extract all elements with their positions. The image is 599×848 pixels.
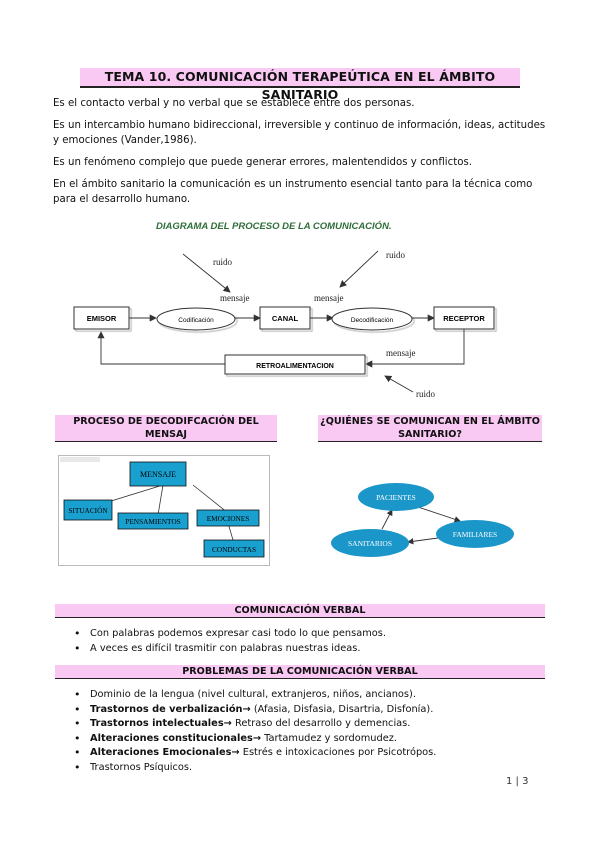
paragraph-1: Es el contacto verbal y no verbal que se… — [53, 98, 415, 109]
who-communicates-header: ¿QUIÉNES SE COMUNICAN EN EL ÁMBITO SANIT… — [318, 415, 542, 442]
list-item: Con palabras podemos expresar casi todo … — [72, 627, 386, 642]
list-item: Dominio de la lengua (nivel cultural, ex… — [72, 688, 436, 703]
svg-text:PACIENTES: PACIENTES — [376, 493, 416, 502]
svg-text:SITUACIÓN: SITUACIÓN — [68, 505, 108, 515]
pacientes-node — [358, 483, 434, 511]
list-item: Trastornos de verbalización→ (Afasia, Di… — [72, 703, 436, 718]
mensaje-node — [129, 461, 187, 487]
communication-process-diagram: DIAGRAMA DEL PROCESO DE LA COMUNICACIÓN.… — [73, 220, 495, 399]
svg-text:SANITARIOS: SANITARIOS — [348, 539, 392, 548]
paragraph-2: Es un intercambio humano bidireccional, … — [53, 120, 546, 146]
page-title: TEMA 10. COMUNICACIÓN TERAPEÚTICA EN EL … — [80, 68, 520, 102]
svg-text:CANAL: CANAL — [272, 314, 299, 323]
mensaje-label-1: mensaje — [220, 293, 250, 303]
conductas-node — [203, 539, 265, 558]
svg-text:RETROALIMENTACION: RETROALIMENTACION — [256, 363, 334, 370]
mensaje-label-3: mensaje — [386, 348, 416, 358]
list-item: A veces es difícil trasmitir con palabra… — [72, 642, 386, 657]
diagram-title: DIAGRAMA DEL PROCESO DE LA COMUNICACIÓN. — [156, 220, 392, 232]
ruido-label-1: ruido — [213, 257, 232, 267]
list-item: Alteraciones constitucionales→ Tartamude… — [72, 732, 436, 747]
list-item: Trastornos Psíquicos. — [72, 761, 436, 776]
svg-text:CONDUCTAS: CONDUCTAS — [212, 545, 256, 554]
problems-list: Dominio de la lengua (nivel cultural, ex… — [72, 688, 436, 776]
decodification-header: PROCESO DE DECODIFCACIÓN DEL MENSAJ — [55, 415, 277, 442]
who-header-line-2: SANITARIO? — [398, 429, 462, 440]
ruido-label-2: ruido — [386, 250, 405, 260]
sanitarios-node — [331, 529, 409, 557]
paragraph-3: Es un fenómeno complejo que puede genera… — [53, 157, 472, 168]
decodificacion-ellipse — [331, 307, 413, 331]
problems-header: PROBLEMAS DE LA COMUNICACIÓN VERBAL — [55, 665, 545, 679]
svg-text:Decodificación: Decodificación — [351, 317, 394, 324]
paragraph-4: En el ámbito sanitario la comunicación e… — [53, 179, 533, 205]
emociones-node — [196, 509, 260, 527]
page-number: 1 | 3 — [506, 776, 529, 787]
familiares-node — [436, 520, 514, 548]
svg-text:MENSAJE: MENSAJE — [140, 470, 176, 479]
svg-text:EMOCIONES: EMOCIONES — [207, 514, 250, 523]
mensaje-label-2: mensaje — [314, 293, 344, 303]
who-communicates-diagram: PACIENTES FAMILIARES SANITARIOS — [331, 483, 514, 557]
situacion-node — [63, 499, 113, 521]
codificacion-ellipse — [156, 307, 236, 331]
retroalimentacion-box — [224, 354, 366, 375]
who-header-line-1: ¿QUIÉNES SE COMUNICAN EN EL ÁMBITO — [320, 416, 540, 427]
ruido-label-3: ruido — [416, 389, 435, 399]
pensamientos-node — [117, 512, 189, 530]
list-item: Trastornos intelectuales→ Retraso del de… — [72, 717, 436, 732]
decodification-diagram: MENSAJE SITUACIÓN PENSAMIENTOS EMOCIONES… — [58, 455, 270, 566]
list-item: Alteraciones Emocionales→ Estrés e intox… — [72, 746, 436, 761]
verbal-list: Con palabras podemos expresar casi todo … — [72, 627, 386, 656]
svg-text:FAMILIARES: FAMILIARES — [453, 530, 497, 539]
verbal-header: COMUNICACIÓN VERBAL — [55, 604, 545, 618]
svg-text:Codificación: Codificación — [178, 317, 214, 324]
svg-text:RECEPTOR: RECEPTOR — [443, 314, 485, 323]
svg-text:PENSAMIENTOS: PENSAMIENTOS — [125, 517, 180, 526]
svg-text:EMISOR: EMISOR — [87, 314, 117, 323]
